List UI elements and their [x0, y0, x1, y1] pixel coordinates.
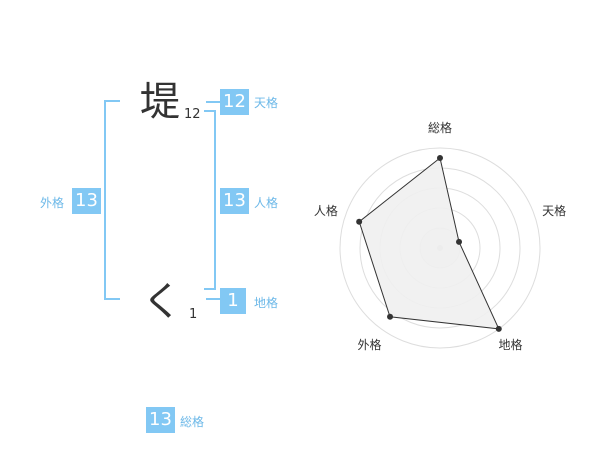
- gaikaku-value-badge: 13: [72, 188, 101, 214]
- jinkaku-bracket-top: [204, 110, 216, 112]
- gaikaku-bracket-vertical: [104, 100, 106, 300]
- jinkaku-bracket-bottom: [204, 288, 216, 290]
- radar-point-2: [495, 325, 502, 332]
- gaikaku-label: 外格: [40, 196, 65, 210]
- radar-axis-label-1: 天格: [542, 203, 566, 218]
- chikaku-value-badge: 1: [220, 288, 246, 314]
- radar-ring-5: [339, 147, 541, 349]
- tenkaku-label: 天格: [254, 96, 279, 110]
- gaikaku-bracket-top: [104, 100, 120, 102]
- soukaku-label: 総格: [180, 415, 205, 429]
- chikaku-connector: [206, 298, 220, 300]
- name-char-2: く: [142, 279, 182, 325]
- tenkaku-connector: [206, 101, 220, 103]
- jinkaku-value-badge: 13: [220, 188, 249, 214]
- radar-points: [356, 155, 502, 332]
- radar-point-0: [437, 155, 443, 161]
- soukaku-value-badge: 13: [146, 407, 175, 433]
- radar-point-4: [356, 218, 363, 225]
- radar-point-3: [387, 313, 394, 320]
- jinkaku-bracket-vertical: [214, 110, 216, 288]
- radar-polygon: [358, 157, 500, 330]
- gaikaku-bracket-bottom: [104, 298, 120, 300]
- radar-axis-label-3: 外格: [357, 337, 381, 352]
- name-char-1-strokes: 12: [184, 107, 201, 122]
- chikaku-label: 地格: [254, 296, 279, 310]
- radar-axis-label-2: 地格: [499, 337, 523, 352]
- radar-point-1: [456, 238, 463, 245]
- radar-axis-label-0: 総格: [428, 120, 452, 135]
- name-char-1: 堤: [140, 79, 180, 125]
- name-char-2-strokes: 1: [189, 307, 198, 322]
- radar-axis-label-4: 人格: [314, 203, 338, 218]
- jinkaku-label: 人格: [254, 196, 279, 210]
- tenkaku-value-badge: 12: [220, 89, 249, 115]
